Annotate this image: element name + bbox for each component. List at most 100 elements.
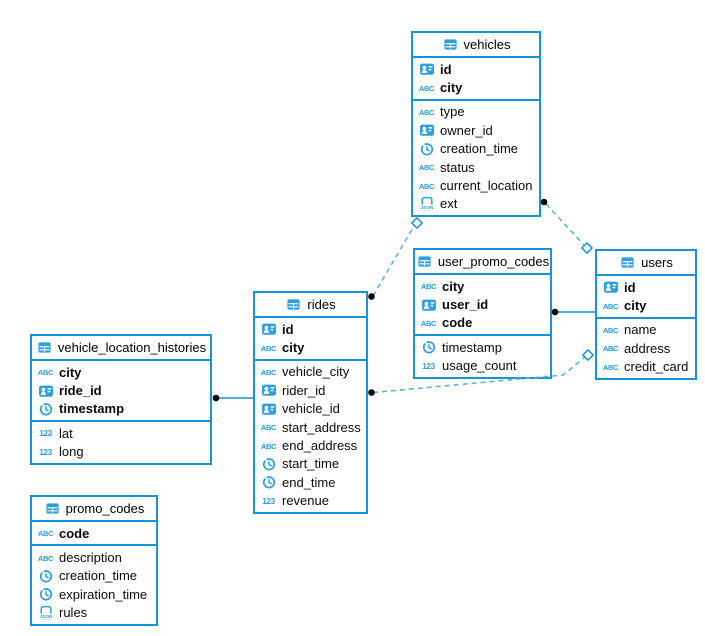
column-row-vehicle_id: vehicle_id: [255, 400, 366, 418]
svg-text:ABC: ABC: [419, 182, 435, 191]
column-row-city: ABC city: [413, 78, 539, 96]
svg-text:ABC: ABC: [261, 423, 277, 432]
relation-line[interactable]: [372, 225, 415, 297]
columns-section: ABC name ABC address ABC credit_card: [597, 316, 695, 378]
clock-icon: [260, 474, 277, 490]
column-row-timestamp: timestamp: [415, 338, 550, 356]
column-name: user_id: [442, 297, 489, 313]
abc-text-icon: ABC: [260, 364, 277, 380]
id-badge-icon: [260, 382, 277, 398]
clock-icon: [37, 568, 54, 584]
column-name: owner_id: [440, 122, 493, 138]
relation-endpoint-dot: [540, 198, 548, 206]
column-row-start_time: start_time: [255, 455, 366, 473]
relation-line[interactable]: [545, 203, 585, 246]
table-icon: [36, 340, 53, 356]
svg-text:ABC: ABC: [603, 326, 619, 335]
column-name: id: [282, 321, 294, 337]
abc-text-icon: ABC: [602, 340, 619, 356]
relation-vehicle_location_histories-to-rides[interactable]: [212, 394, 253, 402]
relation-endpoint-dot: [212, 394, 220, 402]
id-badge-icon: [418, 61, 435, 77]
table-rides[interactable]: rides id ABC city ABC vehicle_city rider…: [253, 291, 368, 514]
table-promo_codes[interactable]: promo_codes ABC code ABC description cre…: [30, 495, 158, 626]
abc-text-icon: ABC: [37, 550, 54, 566]
columns-section: ABC description creation_time expiration…: [32, 544, 156, 624]
table-header[interactable]: rides: [255, 293, 366, 318]
table-header[interactable]: vehicles: [413, 33, 539, 58]
columns-section: ABC vehicle_city rider_id vehicle_id ABC…: [255, 358, 366, 512]
table-title: user_promo_codes: [437, 254, 550, 269]
column-name: vehicle_id: [282, 401, 340, 417]
column-row-creation_time: creation_time: [413, 140, 539, 158]
relation-user_promo_codes-to-users[interactable]: [551, 308, 595, 316]
column-row-revenue: 123 revenue: [255, 492, 366, 510]
table-vehicle_location_histories[interactable]: vehicle_location_histories ABC city ride…: [30, 334, 212, 465]
column-name: city: [442, 278, 465, 294]
123-number-icon: 123: [37, 425, 54, 441]
table-title: users: [641, 255, 673, 270]
abc-text-icon: ABC: [260, 340, 277, 356]
column-name: end_time: [282, 474, 336, 490]
relation-endpoint-diamond: [580, 241, 594, 255]
table-icon: [44, 501, 61, 517]
column-name: expiration_time: [59, 586, 148, 602]
svg-text:123: 123: [262, 497, 275, 506]
column-name: long: [59, 444, 84, 460]
column-row-ride_id: ride_id: [32, 381, 210, 399]
key-columns-section: ABC city ride_id timestamp: [32, 361, 210, 420]
column-name: type: [440, 104, 465, 120]
svg-text:ABC: ABC: [603, 344, 619, 353]
column-row-expiration_time: expiration_time: [32, 585, 156, 603]
abc-text-icon: ABC: [418, 80, 435, 96]
column-name: timestamp: [442, 339, 502, 355]
id-badge-icon: [420, 297, 437, 313]
column-row-city: ABC city: [597, 296, 695, 314]
column-name: city: [282, 340, 305, 356]
relation-endpoint-dot: [368, 293, 375, 300]
column-row-rider_id: rider_id: [255, 381, 366, 399]
table-user_promo_codes[interactable]: user_promo_codes ABC city user_id ABC co…: [413, 248, 552, 379]
table-header[interactable]: promo_codes: [32, 497, 156, 522]
columns-section: ABC type owner_id creation_time ABC stat…: [413, 98, 539, 215]
table-header[interactable]: user_promo_codes: [415, 250, 550, 275]
columns-section: 123 lat 123 long: [32, 420, 210, 463]
table-header[interactable]: users: [597, 251, 695, 276]
column-name: usage_count: [442, 358, 517, 374]
table-vehicles[interactable]: vehicles id ABC city ABC type owner_id c…: [411, 31, 541, 218]
column-name: ext: [440, 196, 458, 212]
table-header[interactable]: vehicle_location_histories: [32, 336, 210, 361]
relation-endpoint-diamond: [410, 216, 424, 230]
abc-text-icon: ABC: [37, 364, 54, 380]
column-row-id: id: [255, 320, 366, 338]
id-badge-icon: [260, 321, 277, 337]
column-name: description: [59, 550, 122, 566]
column-row-rules: JSON rules: [32, 604, 156, 622]
abc-text-icon: ABC: [420, 278, 437, 294]
column-row-current_location: ABC current_location: [413, 176, 539, 194]
svg-text:ABC: ABC: [603, 302, 619, 311]
column-row-end_address: ABC end_address: [255, 436, 366, 454]
column-row-status: ABC status: [413, 158, 539, 176]
svg-text:ABC: ABC: [419, 108, 435, 117]
column-name: start_address: [282, 419, 361, 435]
column-name: rider_id: [282, 382, 326, 398]
abc-text-icon: ABC: [420, 315, 437, 331]
svg-text:ABC: ABC: [603, 363, 619, 372]
column-name: timestamp: [59, 401, 125, 417]
svg-text:ABC: ABC: [261, 368, 277, 377]
column-name: vehicle_city: [282, 364, 350, 380]
relation-endpoint-dot: [368, 389, 375, 396]
svg-text:ABC: ABC: [261, 344, 277, 353]
table-users[interactable]: users id ABC city ABC name ABC address A…: [595, 249, 697, 380]
key-columns-section: id ABC city: [255, 318, 366, 359]
column-name: city: [59, 364, 82, 380]
column-row-code: ABC code: [415, 314, 550, 332]
svg-text:JSON: JSON: [39, 614, 53, 620]
svg-text:123: 123: [39, 429, 52, 438]
column-name: code: [59, 525, 90, 541]
relation-vehicles-to-users[interactable]: [540, 198, 594, 255]
column-name: end_address: [282, 438, 358, 454]
abc-text-icon: ABC: [418, 178, 435, 194]
abc-text-icon: ABC: [602, 298, 619, 314]
